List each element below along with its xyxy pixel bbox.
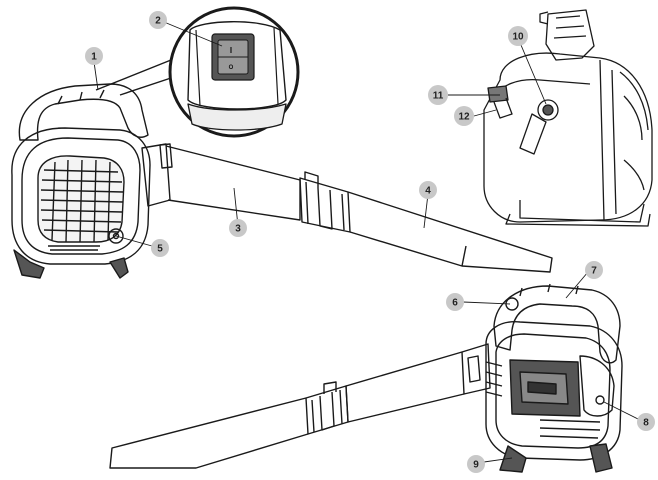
switch-on-glyph: I (230, 46, 232, 55)
callout-2: 2 (149, 11, 167, 29)
dial-knob (108, 228, 124, 244)
blower-handle-front (493, 285, 621, 364)
blower-front-view (461, 283, 623, 473)
switch-inset (95, 6, 300, 138)
callout-12: 12 (454, 106, 474, 126)
callout-11: 11 (428, 85, 448, 105)
primer-bulb (537, 99, 559, 121)
svg-text:2: 2 (155, 16, 161, 27)
callout-bubbles: 1 2 3 4 5 6 7 8 (85, 11, 655, 473)
blower-tube-upper (165, 145, 351, 233)
svg-text:1: 1 (91, 52, 97, 63)
svg-text:9: 9 (473, 460, 479, 471)
callout-10: 10 (508, 26, 528, 46)
engine-view (483, 9, 653, 227)
svg-text:10: 10 (512, 32, 524, 43)
leader-lines (93, 21, 641, 463)
blower-foot (13, 249, 45, 279)
svg-text:11: 11 (433, 91, 444, 102)
callout-5: 5 (151, 239, 169, 257)
blower-side-view (11, 83, 173, 279)
svg-text:4: 4 (425, 186, 431, 197)
svg-text:8: 8 (643, 418, 649, 429)
svg-text:3: 3 (235, 224, 241, 235)
callout-9: 9 (467, 455, 485, 473)
callout-8: 8 (637, 413, 655, 431)
blower-nozzle (347, 191, 553, 273)
callout-3: 3 (229, 219, 247, 237)
callout-7: 7 (585, 261, 603, 279)
callout-6: 6 (446, 293, 464, 311)
callout-4: 4 (419, 181, 437, 199)
blower-housing (11, 127, 151, 265)
blower-foot-front (499, 445, 527, 473)
blower-tube-lower (109, 351, 465, 469)
switch-off-glyph: O (229, 65, 234, 71)
svg-text:12: 12 (458, 112, 470, 123)
svg-text:6: 6 (452, 298, 458, 309)
svg-text:5: 5 (157, 244, 163, 255)
choke-lever (487, 85, 509, 103)
intake-grille (37, 155, 125, 243)
callout-1: 1 (85, 47, 103, 65)
svg-text:7: 7 (591, 266, 597, 277)
